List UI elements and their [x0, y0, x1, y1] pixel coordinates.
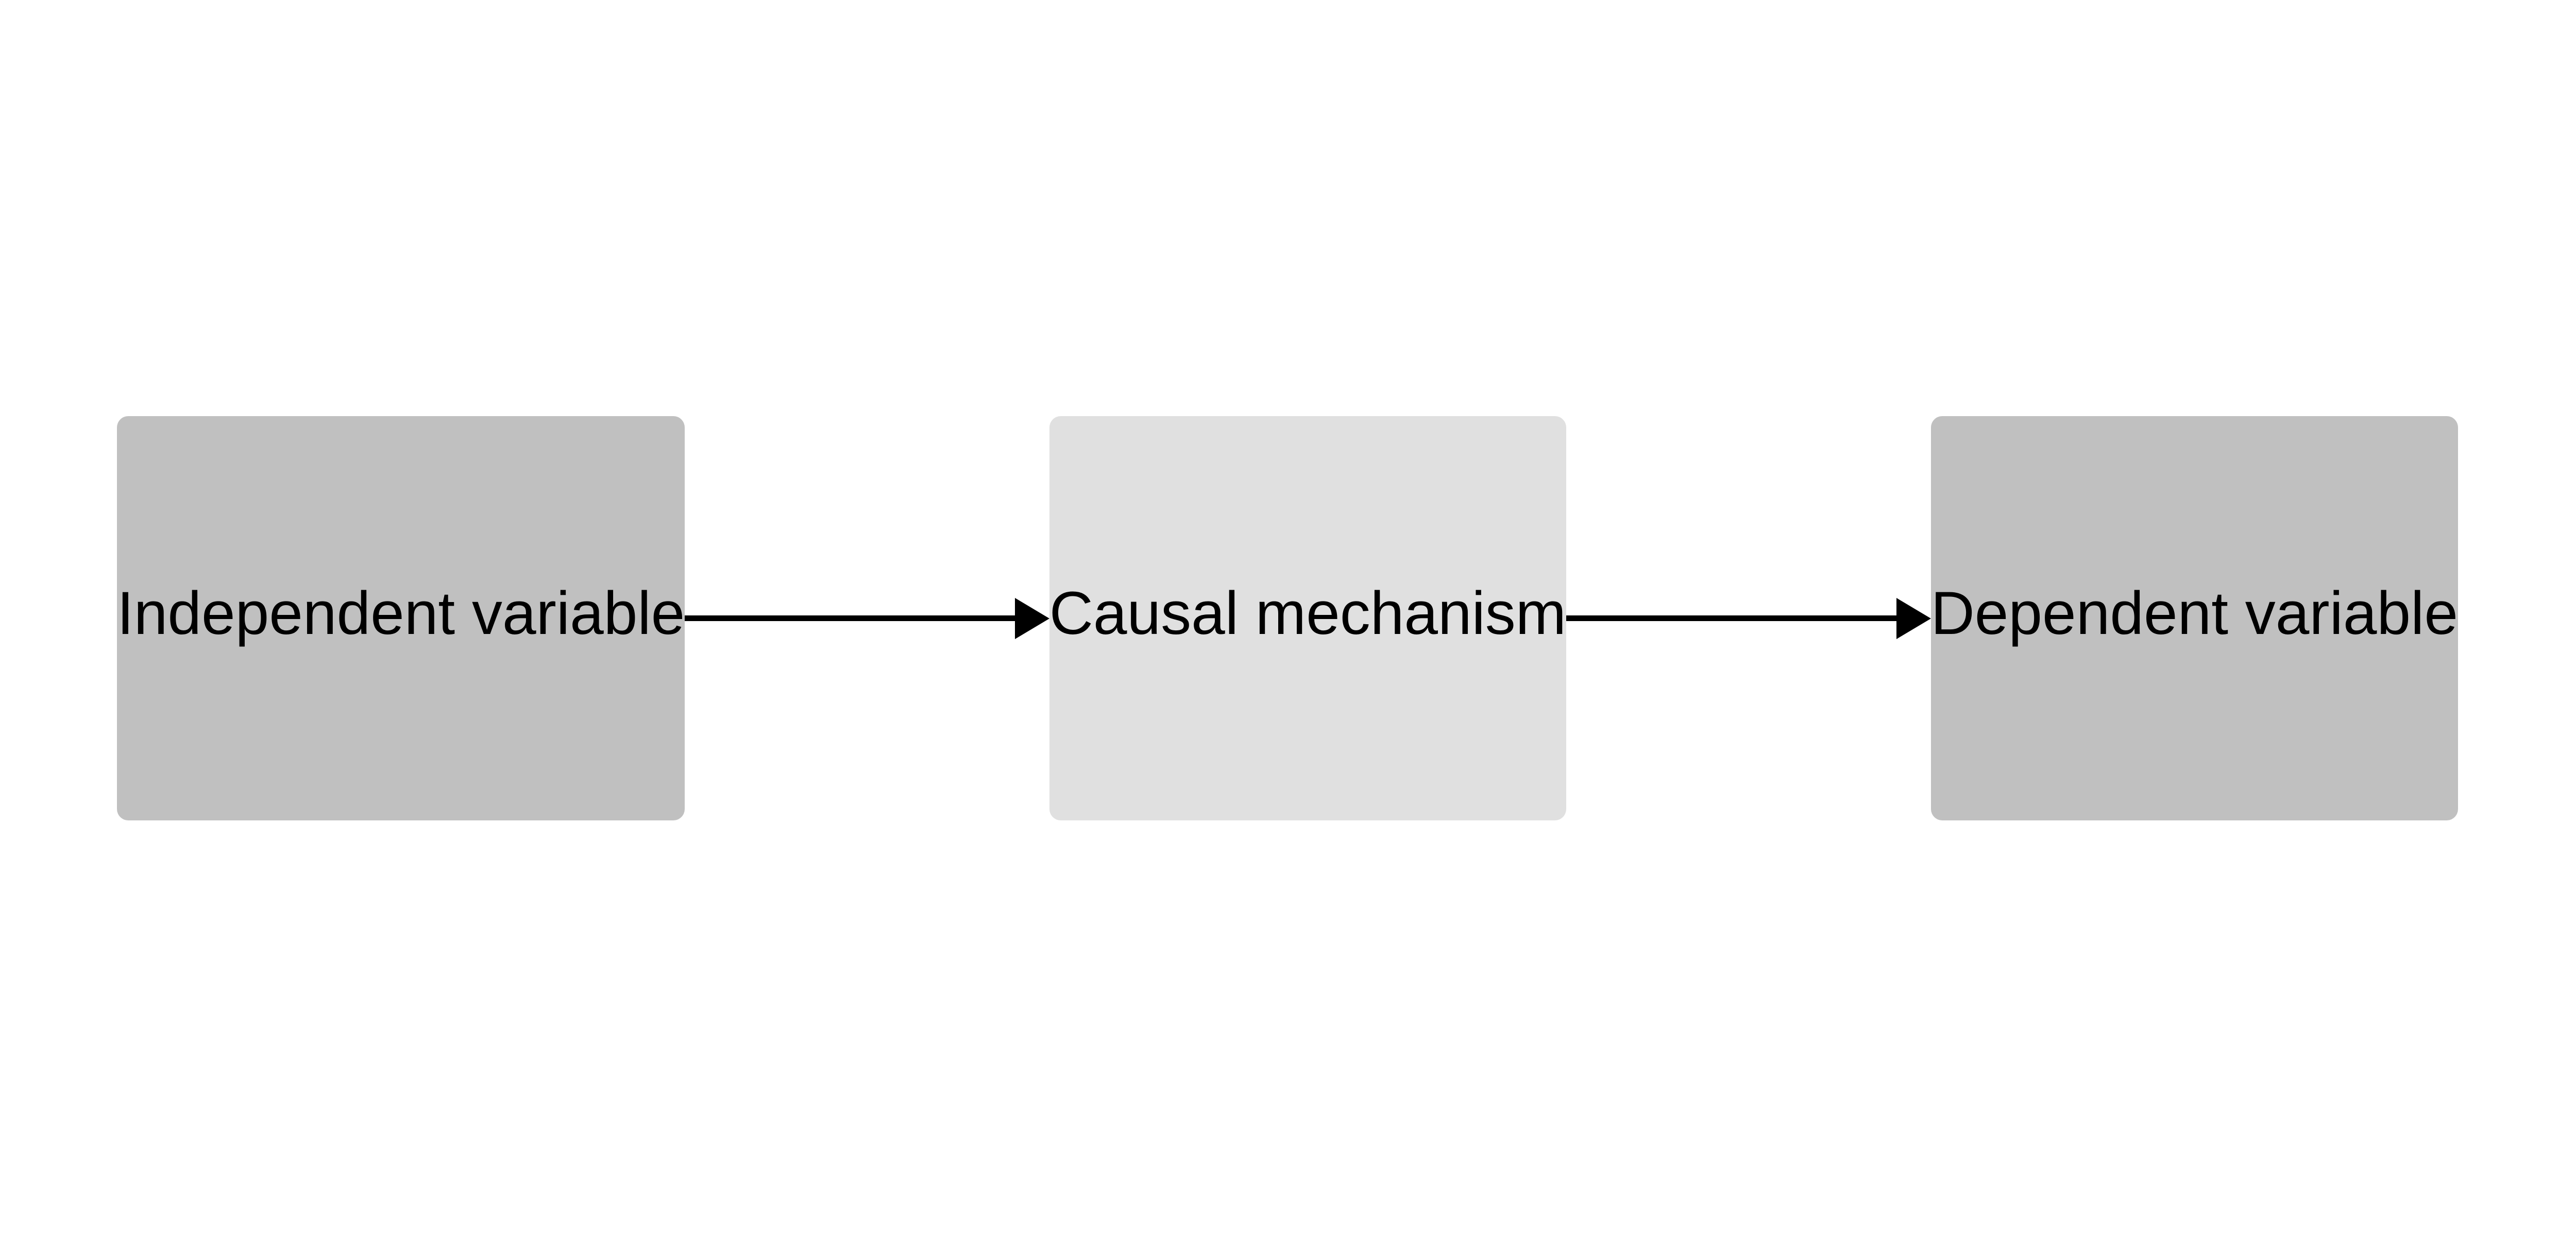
node-independent-variable: Independent variable	[117, 416, 685, 820]
node-label: Dependent variable	[1930, 579, 2458, 647]
node-label: Causal mechanism	[1049, 579, 1567, 647]
node-dependent-variable: Dependent variable	[1930, 416, 2458, 820]
arrowhead-icon	[1014, 597, 1049, 639]
arrow-shaft	[1566, 615, 1899, 621]
arrowhead-icon	[1896, 597, 1931, 639]
diagram-row: Independent variable Causal mechanism De…	[117, 416, 2458, 820]
node-label: Independent variable	[117, 579, 685, 647]
node-causal-mechanism: Causal mechanism	[1049, 416, 1567, 820]
arrow-shaft	[685, 615, 1018, 621]
edge-mechanism-to-dependent	[1566, 597, 1931, 639]
edge-independent-to-mechanism	[685, 597, 1049, 639]
